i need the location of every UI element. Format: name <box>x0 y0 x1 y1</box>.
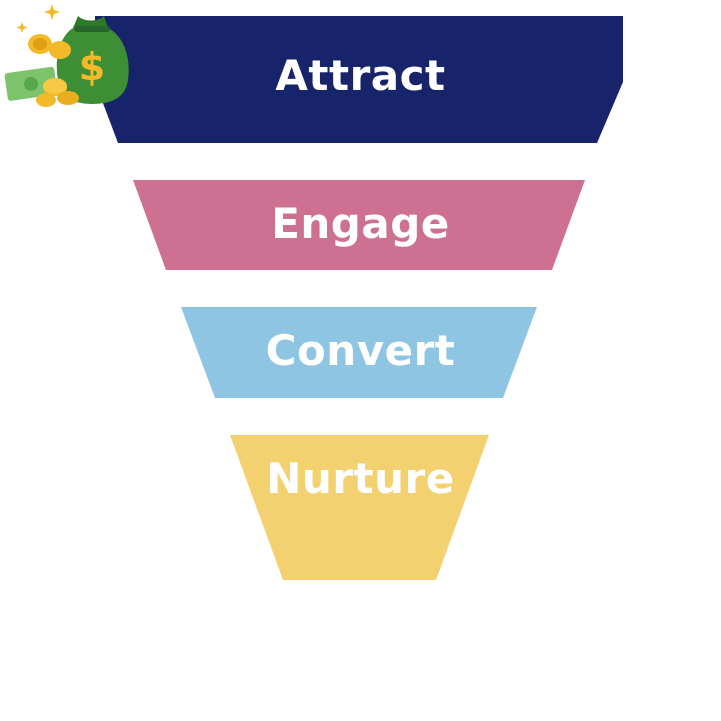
stage-label-engage: Engage <box>271 199 450 248</box>
stage-label-attract: Attract <box>275 51 446 100</box>
funnel-stage-attract <box>95 16 623 143</box>
funnel-stage-nurture <box>230 435 489 580</box>
stage-label-nurture: Nurture <box>266 454 455 503</box>
funnel-stage-convert <box>181 307 537 398</box>
svg-text:$: $ <box>79 45 105 89</box>
stage-label-convert: Convert <box>265 326 456 375</box>
funnel-stage-engage <box>133 180 585 270</box>
money-bag-icon: $ <box>4 4 129 107</box>
